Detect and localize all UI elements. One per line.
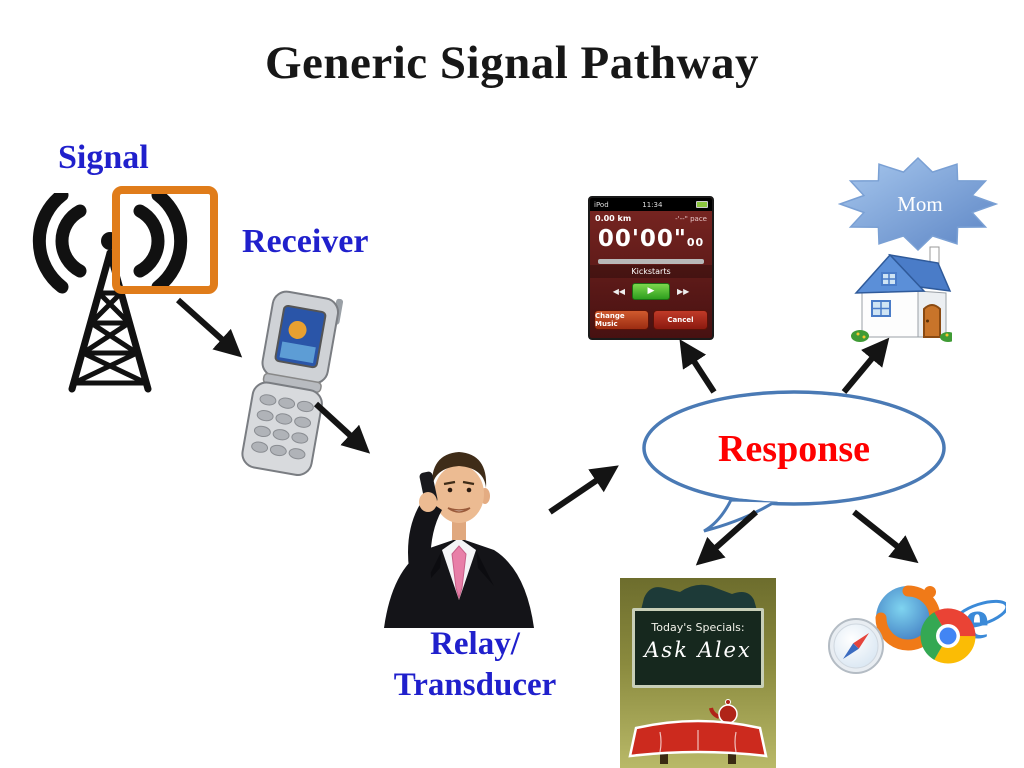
- distance-value: 0.00 km: [595, 214, 632, 223]
- change-music-button[interactable]: Change Music: [594, 309, 649, 330]
- timer-buttons-row: Change Music Cancel: [590, 304, 712, 338]
- browser-icons-group: e: [828, 585, 1006, 674]
- slide-title: Generic Signal Pathway: [264, 37, 760, 89]
- board-top-decoration: [640, 584, 758, 614]
- signal-label: Signal: [58, 139, 149, 176]
- timer-carrier: iPod: [594, 200, 609, 209]
- table-with-teapot: [628, 699, 768, 764]
- house-icon: [851, 246, 952, 342]
- safari-icon: [828, 618, 884, 674]
- play-button[interactable]: ▶: [632, 282, 670, 300]
- timer-status-bar: iPod 11:34: [590, 198, 712, 211]
- man-on-phone-image: [384, 452, 534, 628]
- speech-bubble-tail: [703, 498, 781, 533]
- signal-highlight-box: [112, 186, 218, 294]
- teapot-icon: [718, 704, 738, 724]
- cancel-button[interactable]: Cancel: [653, 309, 708, 330]
- mom-starburst: Mom: [838, 156, 999, 252]
- arrow-man-to-response: [548, 465, 619, 515]
- receiver-label: Receiver: [242, 223, 369, 260]
- battery-icon: [696, 201, 708, 208]
- chalkboard-line2: Ask Alex: [644, 638, 752, 662]
- pace-value: -'--" pace: [675, 214, 707, 223]
- relay-transducer-label: Relay/ Transducer: [355, 624, 595, 707]
- next-track-icon[interactable]: ▶▶: [677, 286, 690, 296]
- elapsed-time-sub: 00: [686, 236, 705, 249]
- flip-phone-icon: [241, 290, 344, 476]
- arrow-response-to-house: [841, 337, 890, 394]
- house-door: [923, 304, 941, 338]
- pink-tie: [451, 545, 467, 600]
- response-speech-bubble: Response: [642, 390, 946, 533]
- radio-tower-icon: [32, 193, 188, 393]
- chrome-icon: [920, 608, 976, 664]
- timer-app-screenshot: iPod 11:34 0.00 km -'--" pace 00'00"00 K…: [588, 196, 714, 340]
- mom-label: Mom: [897, 192, 943, 216]
- timer-clock: 11:34: [642, 200, 663, 209]
- response-label: Response: [718, 428, 870, 470]
- playback-controls: ◀◀ ▶ ▶▶: [590, 278, 712, 304]
- timer-metrics-row: 0.00 km -'--" pace: [590, 211, 712, 226]
- elapsed-time: 00'00"00: [590, 226, 712, 258]
- arrow-response-to-timer: [679, 339, 717, 394]
- relay-label-line2: Transducer: [393, 667, 557, 704]
- relay-label-line1: Relay/: [430, 626, 520, 662]
- chalkboard-scene: Today's Specials: Ask Alex: [620, 578, 776, 768]
- starburst-shape: [838, 156, 999, 252]
- chalkboard-line1: Today's Specials:: [651, 621, 745, 634]
- elapsed-time-main: 00'00": [597, 226, 687, 252]
- track-title: Kickstarts: [590, 265, 712, 278]
- chalkboard: Today's Specials: Ask Alex: [632, 608, 764, 688]
- previous-track-icon[interactable]: ◀◀: [612, 286, 625, 296]
- progress-bar: [598, 259, 704, 264]
